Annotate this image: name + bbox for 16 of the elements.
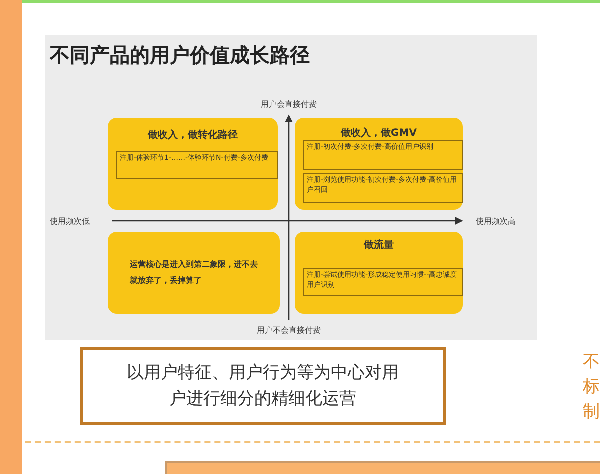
quadrant-box (108, 118, 278, 210)
slide-title: 不同产品的用户价值成长路径 (50, 42, 310, 69)
quadrant-box (295, 232, 463, 314)
cut-text: 不 (583, 351, 600, 373)
axis-label: 用户不会直接付费 (256, 325, 322, 336)
cut-text: 制 (583, 401, 600, 423)
cut-text: 标 (583, 376, 600, 398)
quadrant-heading: 做收入，做GMV (340, 126, 418, 140)
text-box: 以用户特征、用户行为等为中心对用户进行细分的精细化运营 (80, 347, 446, 425)
axis-label: 使用频次高 (476, 216, 516, 227)
quadrant-box: 运营核心是进入到第二象限，进不去就放弃了，丢掉算了 (108, 232, 280, 314)
quadrant-box (295, 118, 463, 210)
quadrant-heading: 做收入，做转化路径 (146, 128, 239, 142)
axis-label: 用户会直接付费 (260, 99, 318, 110)
quadrant-heading: 做流量 (362, 238, 395, 252)
axis-label: 使用频次低 (50, 216, 90, 227)
